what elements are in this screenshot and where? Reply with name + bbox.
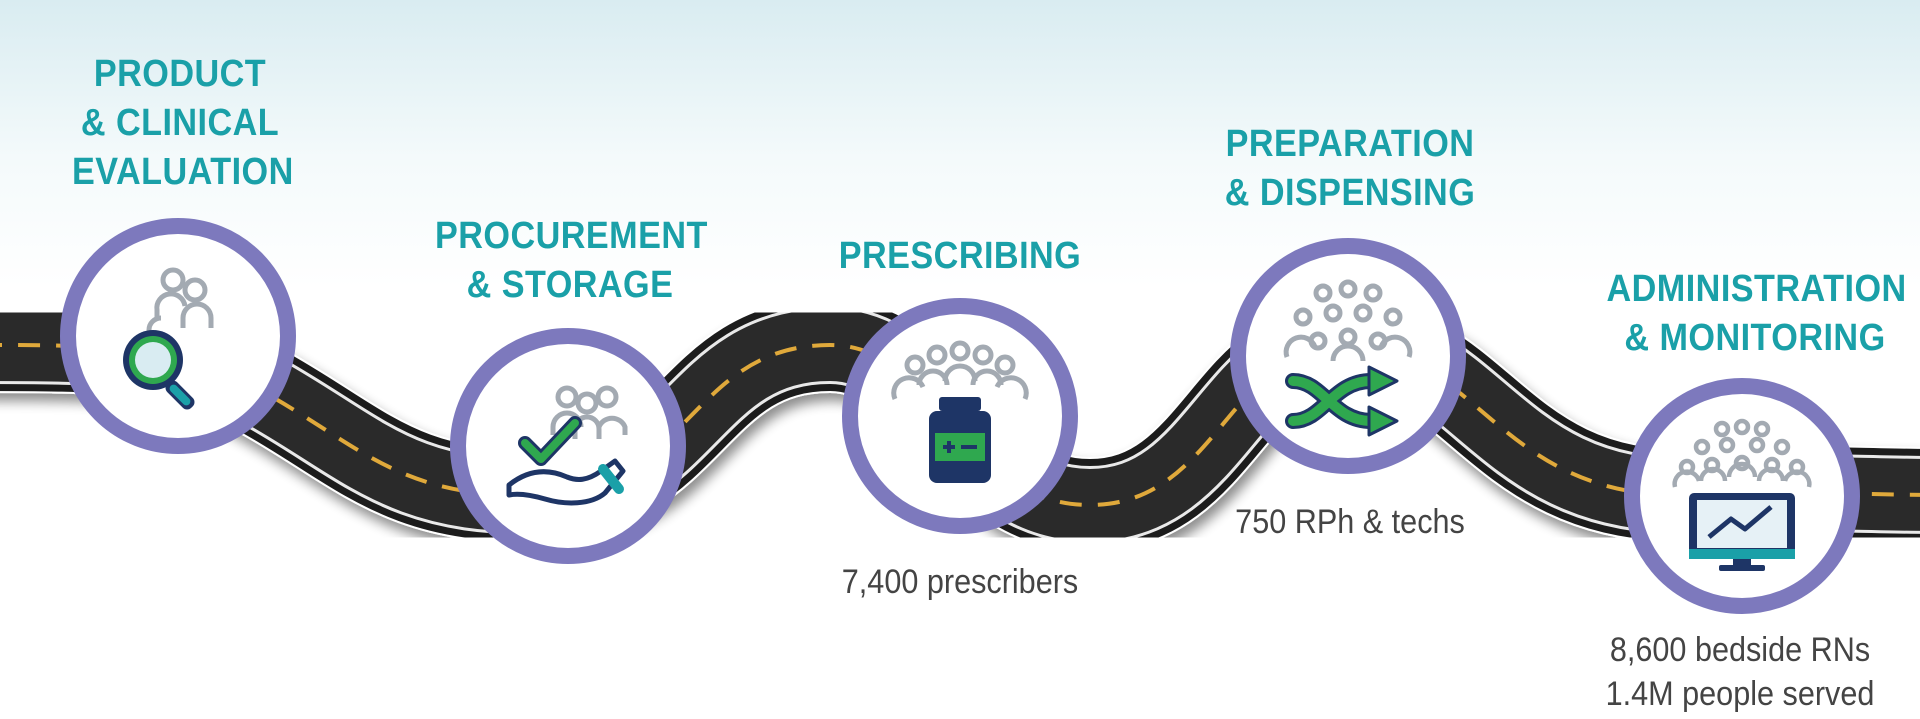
stage-circle-prescribing	[842, 298, 1078, 534]
stage-circle-procurement	[450, 328, 686, 564]
stage-title-prescribing: PRESCRIBING	[838, 235, 1082, 277]
monitor-chart-people-icon	[1672, 418, 1812, 571]
magnifier-people-icon	[123, 267, 214, 410]
stage-circle-preparation	[1230, 238, 1466, 474]
stage-circle-product	[60, 218, 296, 454]
stage-circle-administration	[1624, 378, 1860, 614]
stage-title-procurement: PROCUREMENT & STORAGE	[435, 215, 708, 306]
stage-title-administration: ADMINISTRATION & MONITORING	[1606, 268, 1907, 359]
shuffle-people-icon	[1283, 279, 1413, 437]
hand-check-people-icon	[506, 385, 628, 506]
stage-stat-administration: 8,600 bedside RNs 1.4M people served	[1605, 631, 1875, 713]
medicine-bottle-people-icon	[891, 340, 1029, 483]
stage-stat-prescribing: 7,400 prescribers	[841, 563, 1079, 601]
stage-stat-preparation: 750 RPh & techs	[1235, 503, 1465, 541]
stage-title-product: PRODUCT & CLINICAL EVALUATION	[72, 53, 294, 193]
stage-title-preparation: PREPARATION & DISPENSING	[1224, 123, 1476, 214]
